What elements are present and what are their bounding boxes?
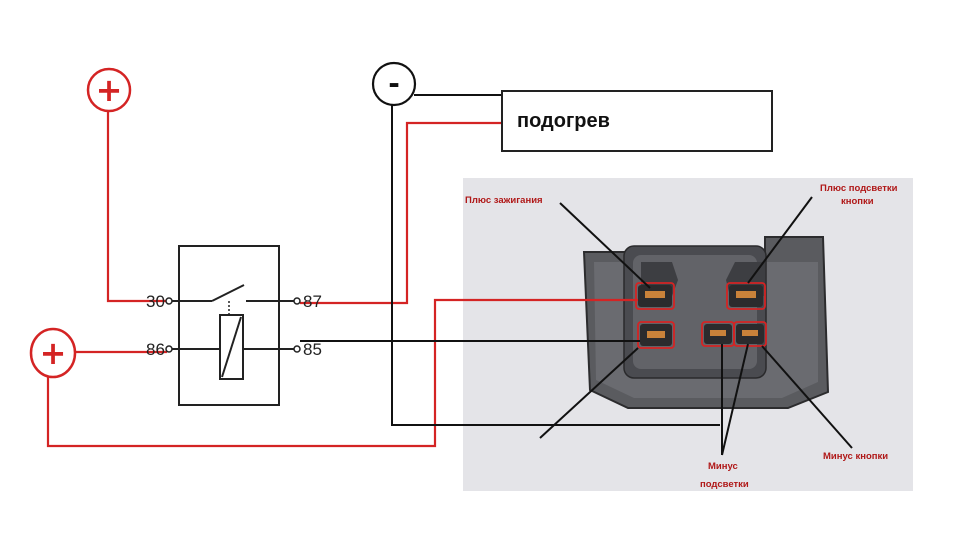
annotation-plus-backlight-line2: кнопки bbox=[841, 196, 874, 207]
terminal-30 bbox=[165, 297, 173, 305]
terminal-87 bbox=[293, 297, 301, 305]
annotation-plus-backlight-line1: Плюс подсветки bbox=[820, 183, 898, 194]
minus-symbol: - bbox=[371, 61, 417, 107]
plus-symbol-left: + bbox=[29, 327, 77, 379]
annotation-pointers bbox=[539, 196, 853, 456]
pin-label-86: 86 bbox=[146, 340, 165, 359]
wire-plus-to-30 bbox=[106, 111, 167, 303]
pin-label-85: 85 bbox=[303, 340, 322, 359]
heater-box: подогрев bbox=[501, 90, 773, 152]
annotation-minus-button: Минус кнопки bbox=[823, 451, 888, 462]
pin-minus-backlight bbox=[701, 321, 735, 347]
annotation-minus-backlight-line1: Минус bbox=[708, 461, 738, 472]
pin-plus-backlight bbox=[726, 282, 766, 310]
wire-minus-to-connector bbox=[391, 104, 720, 426]
wires-black bbox=[300, 94, 720, 426]
terminal-86 bbox=[165, 345, 173, 353]
plus-symbol-top-label: + bbox=[96, 71, 123, 109]
heater-label: подогрев bbox=[517, 110, 610, 132]
annotation-plus-ignition: Плюс зажигания bbox=[465, 195, 543, 206]
pin-label-87: 87 bbox=[303, 292, 322, 311]
annotation-minus-backlight-line2: подсветки bbox=[700, 479, 749, 490]
wire-87-to-heater bbox=[300, 121, 502, 305]
pin-ground bbox=[637, 321, 675, 349]
pin-plus-ignition bbox=[635, 282, 675, 310]
terminal-85 bbox=[293, 345, 301, 353]
wire-plus-to-ignition bbox=[46, 298, 638, 448]
plus-symbol-left-label: + bbox=[40, 334, 67, 372]
plus-symbol-top: + bbox=[86, 67, 132, 113]
pin-label-30: 30 bbox=[146, 292, 165, 311]
minus-symbol-label: - bbox=[388, 67, 400, 100]
wires-red bbox=[46, 111, 638, 448]
pin-minus-button bbox=[733, 321, 767, 347]
connector-photo: Плюс зажигания Плюс подсветки кнопки Мин… bbox=[463, 178, 913, 491]
relay: 30 86 87 85 bbox=[146, 245, 322, 406]
